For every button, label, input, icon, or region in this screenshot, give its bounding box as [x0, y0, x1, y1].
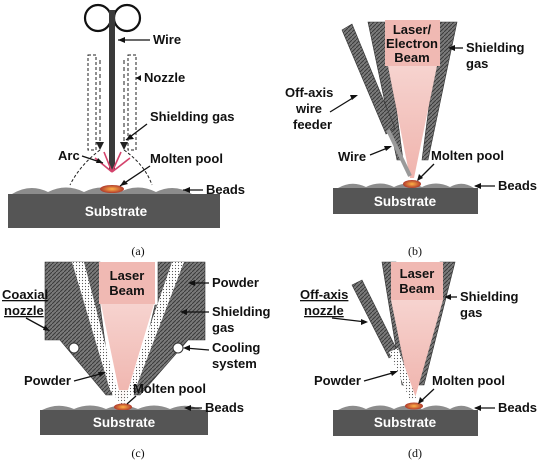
- shielding-gas-label-line2: gas: [466, 56, 488, 71]
- beam-label-line3: Beam: [394, 50, 429, 65]
- beam-label-line2: Beam: [399, 281, 434, 296]
- powder-bottom-label: Powder: [24, 373, 71, 388]
- substrate-label: Substrate: [93, 415, 156, 430]
- beam-label-line1: Laser/: [393, 22, 432, 37]
- powder-label: Powder: [314, 373, 361, 388]
- caption-c: (c): [131, 446, 144, 460]
- substrate-label: Substrate: [374, 415, 437, 430]
- beam-source-box: [385, 20, 440, 66]
- shielding-gas-label-line1: Shielding: [212, 304, 271, 319]
- shielding-gas-label: Shielding gas: [150, 109, 235, 124]
- wire-label: Wire: [338, 149, 366, 164]
- beam-label-line2: Electron: [386, 36, 438, 51]
- panel-a: Substrate Wire Nozzle Shielding gas Arc …: [8, 3, 245, 258]
- substrate: [8, 194, 220, 228]
- nozzle-left-wall: [87, 54, 97, 151]
- nozzle-right: [421, 21, 458, 161]
- nozzle-right-wall: [127, 54, 137, 151]
- molten-pool: [403, 180, 421, 188]
- shielding-gas-label-line1: Shielding: [466, 40, 525, 55]
- feeder-label-line1: Off-axis: [285, 85, 333, 100]
- beam-cone: [388, 66, 437, 178]
- beam-label-line1: Laser: [110, 268, 145, 283]
- beam-label-line1: Laser: [400, 266, 435, 281]
- molten-pool-label: Molten pool: [150, 151, 223, 166]
- substrate-label: Substrate: [374, 194, 437, 209]
- beads-label: Beads: [205, 400, 244, 415]
- molten-pool-label: Molten pool: [431, 148, 504, 163]
- offaxis-nozzle-label-line2: nozzle: [304, 303, 344, 318]
- powder-channel-right: [128, 262, 184, 390]
- molten-pool: [100, 185, 124, 193]
- powder-stream: [389, 348, 416, 400]
- nozzle-label: Nozzle: [144, 70, 185, 85]
- wire-spool-right-icon: [112, 3, 142, 33]
- wire: [109, 10, 115, 170]
- shielding-gas-label-line2: gas: [212, 320, 234, 335]
- beam-source-box: [391, 262, 443, 300]
- shielding-gas-label-line2: gas: [460, 305, 482, 320]
- panel-c: Laser Beam Substrate Powder Shielding ga…: [2, 261, 271, 460]
- coaxial-nozzle-label-line2: nozzle: [4, 303, 44, 318]
- beads-label: Beads: [206, 182, 245, 197]
- wire-feeder: [341, 23, 396, 135]
- powder-channel-left: [72, 262, 117, 390]
- wire-spool-left-icon: [83, 3, 113, 33]
- feeder-wire: [386, 129, 412, 177]
- cooling-hole-right-icon: [172, 342, 184, 354]
- beads-label: Beads: [498, 178, 537, 193]
- powder-top-label: Powder: [212, 275, 259, 290]
- panel-d: Laser Beam Substrate Off-axis nozzle Shi…: [300, 261, 537, 460]
- wire-label: Wire: [153, 32, 181, 47]
- offaxis-nozzle-label-line1: Off-axis: [300, 287, 348, 302]
- beam-cone: [391, 300, 443, 398]
- coaxial-nozzle-label-line1: Coaxial: [2, 287, 48, 302]
- beam-label-line2: Beam: [109, 283, 144, 298]
- substrate: [333, 188, 478, 214]
- beam-cone: [101, 304, 154, 400]
- beam-source-box: [99, 262, 155, 304]
- beads: [338, 405, 474, 410]
- feeder-label-line3: feeder: [293, 117, 332, 132]
- substrate: [40, 410, 208, 435]
- feeder-label-line2: wire: [295, 101, 322, 116]
- caption-d: (d): [408, 446, 422, 460]
- caption-b: (b): [408, 244, 422, 258]
- molten-pool: [114, 403, 132, 411]
- arc-label: Arc: [58, 148, 80, 163]
- coaxial-nozzle-right: [133, 261, 206, 396]
- molten-pool-label: Molten pool: [432, 373, 505, 388]
- shielding-gas-label-line1: Shielding: [460, 289, 519, 304]
- cooling-system-label-line2: system: [212, 356, 257, 371]
- substrate: [333, 410, 478, 436]
- substrate-label: Substrate: [85, 204, 148, 219]
- molten-pool-label: Molten pool: [133, 381, 206, 396]
- caption-a: (a): [131, 244, 144, 258]
- cooling-system-label-line1: Cooling: [212, 340, 260, 355]
- panel-b: Laser/ Electron Beam Substrate Shielding…: [285, 20, 537, 258]
- cooling-hole-left-icon: [68, 342, 80, 354]
- beads-label: Beads: [498, 400, 537, 415]
- molten-pool: [405, 402, 423, 410]
